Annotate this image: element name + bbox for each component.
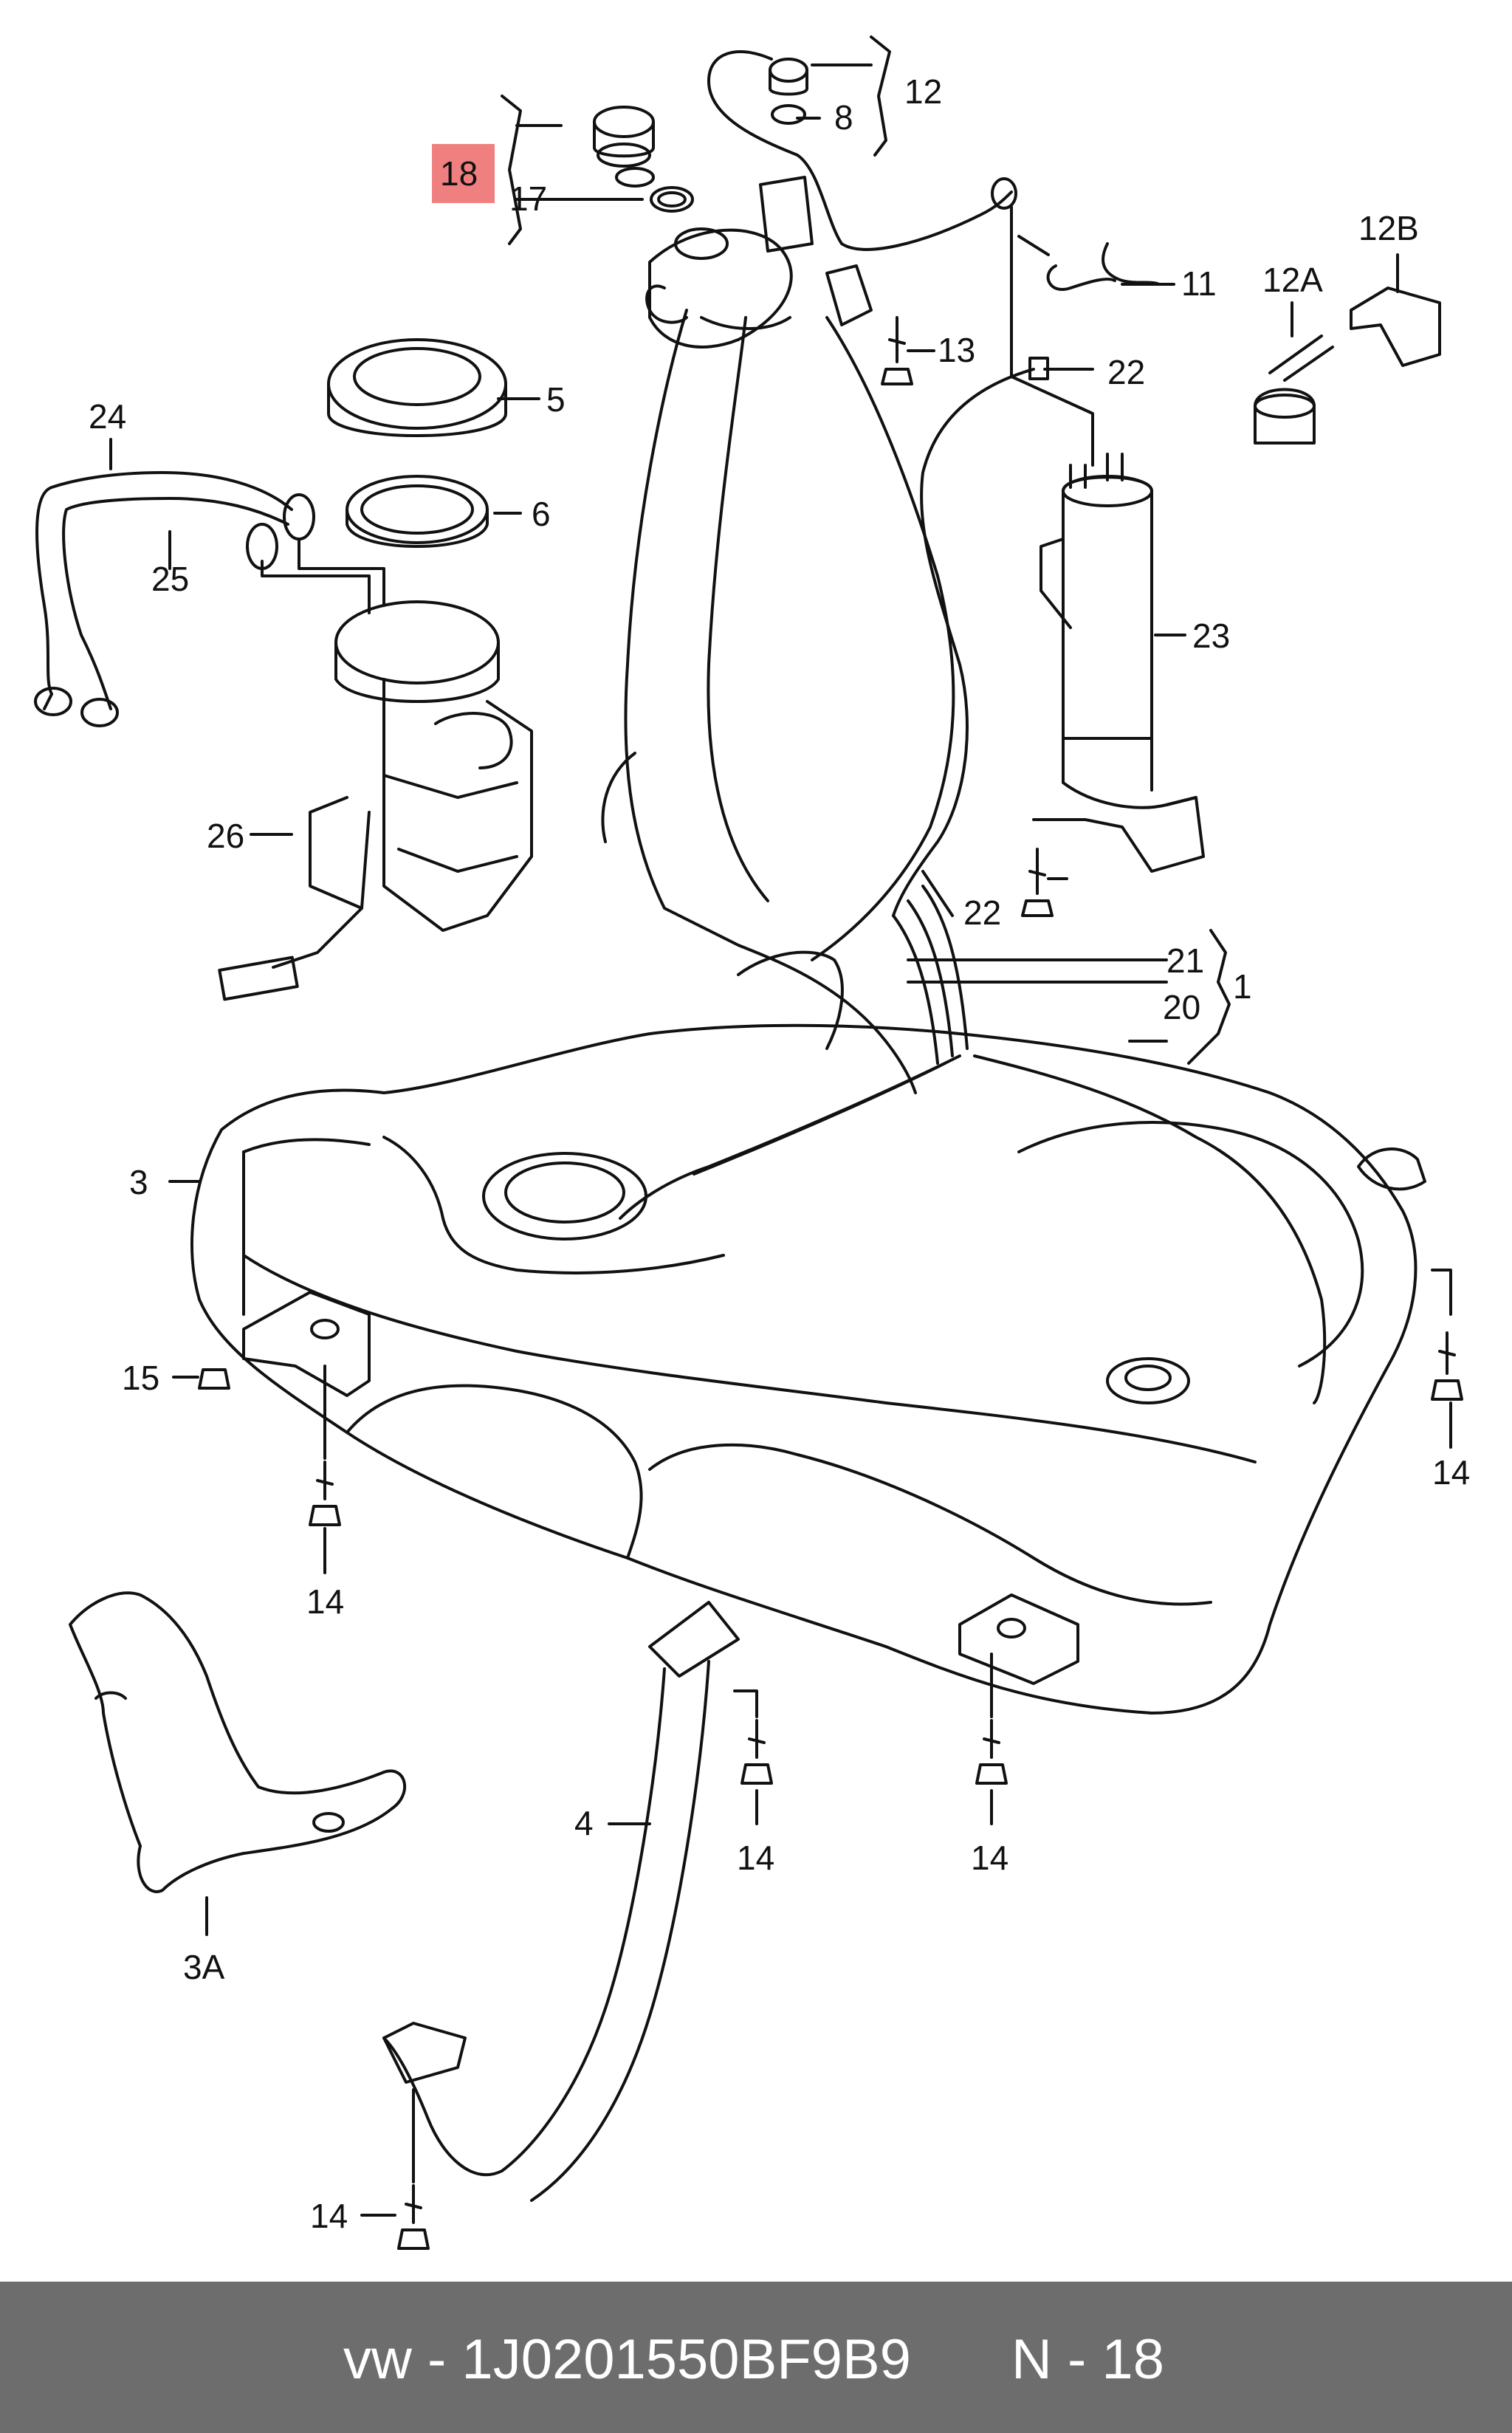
fuel-pump-unit xyxy=(218,600,533,1001)
callout-8: 8 xyxy=(834,98,853,137)
callout-3: 3 xyxy=(129,1163,148,1201)
tank-bracket-right xyxy=(958,1593,1079,1685)
callout-4: 4 xyxy=(574,1804,594,1842)
callout-20: 20 xyxy=(1163,988,1200,1026)
callout-15: 15 xyxy=(122,1359,159,1397)
fuel-lines-24 xyxy=(34,471,385,727)
callout-14-center: 14 xyxy=(737,1839,774,1877)
bolt-26 xyxy=(1021,848,1054,917)
breather-lines xyxy=(242,885,1327,1404)
callout-22-top: 22 xyxy=(1107,353,1145,391)
callout-labels: 18 17 12 8 11 12A 12B 13 22 5 6 24 25 23… xyxy=(89,72,1470,2235)
filler-head xyxy=(645,176,873,349)
bolt-15 xyxy=(198,1368,230,1390)
locking-ring-5 xyxy=(327,338,507,437)
callout-17: 17 xyxy=(509,179,547,218)
vent-valve-12a xyxy=(1254,334,1334,445)
bolt-14-b xyxy=(309,1461,341,1526)
callout-21: 21 xyxy=(1166,941,1204,980)
part-number: vw - 1J0201550BF9B9 xyxy=(343,2328,911,2391)
callout-12a: 12A xyxy=(1262,261,1323,299)
bolt-14-a xyxy=(1431,1331,1463,1401)
breather-cap xyxy=(707,50,1017,251)
bolt-14-e xyxy=(397,2184,430,2250)
callout-14-left: 14 xyxy=(306,1582,344,1621)
bolt-13 xyxy=(881,316,913,385)
callout-25: 26 xyxy=(207,817,244,855)
tank-bracket-left xyxy=(242,1291,371,1397)
callout-23: 23 xyxy=(1192,617,1230,655)
fuel-tank xyxy=(190,1023,1426,1715)
callout-12: 12 xyxy=(904,72,942,111)
hose-11 xyxy=(1017,235,1161,291)
highlight-box-18 xyxy=(432,144,495,203)
fuel-tank-exploded-view: 18 17 12 8 11 12A 12B 13 22 5 6 24 25 23… xyxy=(34,35,1470,2250)
callout-24-top: 24 xyxy=(89,397,126,436)
callout-1: 1 xyxy=(1233,967,1252,1006)
callout-3a: 3A xyxy=(183,1948,225,1986)
callout-14-right: 14 xyxy=(1432,1453,1470,1492)
callout-5: 5 xyxy=(546,380,566,419)
leader-lines xyxy=(109,35,1452,2217)
carbon-canister xyxy=(1032,453,1205,873)
callout-12b: 12B xyxy=(1358,209,1419,247)
callout-14-bottom: 14 xyxy=(310,2197,348,2235)
heat-shield-3a xyxy=(69,1591,406,1893)
vent-valve-12b xyxy=(1350,286,1441,367)
bolt-14-c xyxy=(740,1719,773,1785)
callout-14-bracket: 14 xyxy=(971,1839,1008,1877)
callout-24-mid: 25 xyxy=(151,560,189,598)
footer-bar: vw - 1J0201550BF9B9 N - 18 xyxy=(0,2282,1512,2433)
bolt-14-d xyxy=(975,1719,1008,1785)
tank-strap-4 xyxy=(382,1601,740,2202)
callout-13: 13 xyxy=(938,331,975,369)
callout-11: 11 xyxy=(1181,264,1217,303)
callout-6: 6 xyxy=(532,495,551,533)
filler-neck xyxy=(601,309,955,1094)
parts-diagram: 18 17 12 8 11 12A 12B 13 22 5 6 24 25 23… xyxy=(34,35,1470,2250)
callout-22-bottom: 22 xyxy=(963,893,1001,932)
diagram-reference: N - 18 xyxy=(1011,2328,1164,2391)
callout-18: 18 xyxy=(440,154,478,193)
seal-6 xyxy=(346,475,489,548)
filler-cap xyxy=(593,106,655,188)
seal-ring-17 xyxy=(650,186,694,213)
